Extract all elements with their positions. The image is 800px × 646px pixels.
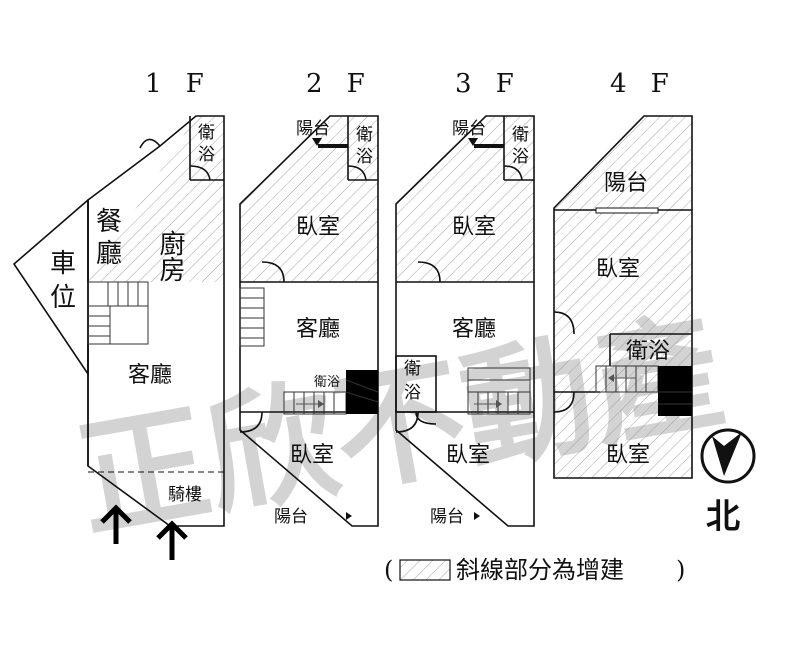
room-bath-3f-b: 浴 [512, 147, 529, 167]
room-bedroom-3f-top: 臥室 [452, 215, 496, 240]
room-bath-2f-a: 衛 [356, 125, 373, 145]
floor-label-2f: 2 F [306, 69, 373, 99]
room-living-1f: 客廳 [128, 363, 172, 388]
entrance-arrow-icon [100, 504, 188, 560]
room-bedroom-4f-bottom: 臥室 [606, 443, 650, 468]
room-balcony-3f-top: 陽台 [452, 119, 486, 139]
legend: ( 斜線部分為增建 ) [384, 556, 685, 584]
room-bath-2f-b: 浴 [356, 147, 373, 167]
stairs-2f-left [239, 287, 265, 347]
room-balcony-2f-bottom: 陽台 [274, 507, 308, 527]
stairs-1f [87, 281, 149, 345]
legend-text: 斜線部分為增建 [456, 556, 624, 584]
floor-label-1f: 1 F [145, 69, 212, 99]
room-living-3f: 客廳 [452, 317, 496, 342]
room-kitchen-1f: 廚房 [155, 230, 185, 282]
room-dining-1f-a: 餐 [96, 207, 122, 237]
room-bedroom-2f-top: 臥室 [296, 215, 340, 240]
legend-close-paren: ) [676, 556, 685, 584]
floor-3f: 3 F 陽台 衛 浴 臥室 客廳 衛 浴 臥室 陽台 [395, 69, 535, 527]
room-balcony-3f-bottom: 陽台 [430, 507, 464, 527]
floor-4f: 4 F 陽台 臥室 衛浴 臥室 [553, 69, 693, 479]
room-bath-3f-side-b: 浴 [404, 383, 421, 403]
room-bath-1f-a: 衛 [198, 123, 215, 143]
legend-open-paren: ( [384, 556, 393, 584]
room-bedroom-3f-bottom: 臥室 [446, 443, 490, 468]
hatched-extension-area [240, 116, 378, 282]
floor-2f-outline [239, 115, 379, 527]
floor-3f-outline [395, 115, 535, 527]
room-bedroom-4f-top: 臥室 [596, 257, 640, 282]
stairs-4f [595, 365, 692, 416]
north-compass-icon [700, 428, 756, 484]
floor-label-4f: 4 F [610, 69, 677, 99]
room-parking-1f-a: 車 [50, 249, 76, 279]
floor-4f-outline [553, 115, 693, 479]
room-living-2f: 客廳 [296, 317, 340, 342]
room-dining-1f-b: 廳 [96, 239, 122, 269]
stairs-2f [283, 370, 379, 415]
room-bedroom-2f-bottom: 臥室 [290, 443, 334, 468]
north-label: 北 [706, 497, 740, 537]
room-bath-3f-side-a: 衛 [404, 359, 421, 379]
room-parking-1f-b: 位 [50, 283, 76, 313]
legend-hatch-swatch [399, 559, 451, 581]
room-arcade-1f: 騎樓 [168, 485, 202, 505]
stairs-3f [467, 367, 531, 415]
floor-1f-outline [87, 115, 225, 527]
floor-2f: 2 F 陽台 [239, 69, 379, 527]
floor-1f: 1 F 衛 浴 餐 廳 廚房 車 位 客廳 騎樓 [12, 69, 225, 560]
room-bath-2f-mid: 衛浴 [314, 375, 340, 390]
room-balcony-4f: 陽台 [604, 171, 648, 196]
hatched-extension-area [396, 116, 534, 282]
room-balcony-2f-top: 陽台 [296, 119, 330, 139]
room-bath-3f-a: 衛 [512, 125, 529, 145]
room-bath-1f-b: 浴 [198, 145, 215, 165]
floor-label-3f: 3 F [455, 69, 522, 99]
room-bath-4f: 衛浴 [626, 339, 670, 364]
